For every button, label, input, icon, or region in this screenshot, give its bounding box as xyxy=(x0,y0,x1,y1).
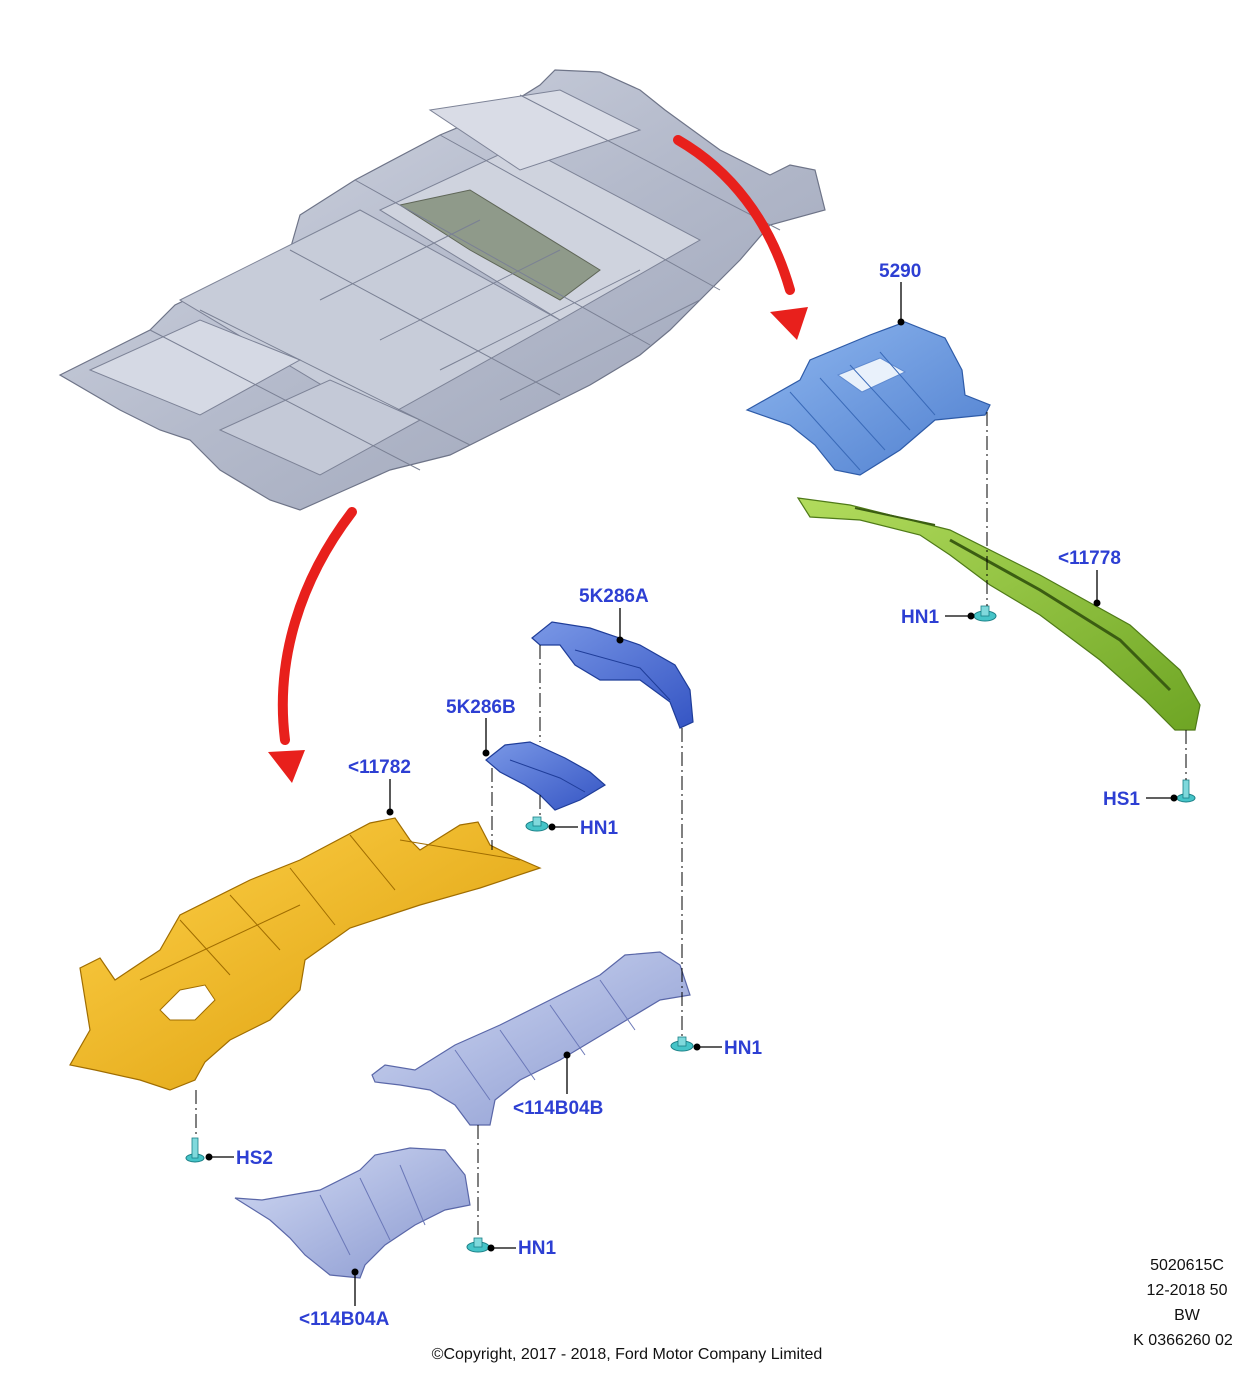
meta-line-2: 12-2018 50 xyxy=(1147,1282,1228,1299)
label-11778: <11778 xyxy=(1058,548,1121,569)
label-hs2: HS2 xyxy=(236,1148,273,1169)
alignment-lines xyxy=(195,412,1187,1238)
heat-shield-114b04b xyxy=(371,951,691,1126)
label-114b04b: <114B04B xyxy=(513,1098,603,1119)
fastener-hn1-right xyxy=(973,605,997,622)
rail-11778 xyxy=(796,497,1201,731)
label-114b04a: <114B04A xyxy=(299,1309,390,1330)
meta-line-4: K 0366260 02 xyxy=(1133,1332,1233,1349)
leader-lines xyxy=(205,282,1178,1306)
label-5k286a: 5K286A xyxy=(579,586,649,607)
label-hn1-bottom: HN1 xyxy=(518,1238,556,1259)
label-hn1-mid-right: HN1 xyxy=(724,1038,762,1059)
meta-line-1: 5020615C xyxy=(1150,1257,1224,1274)
heat-shield-5k286a xyxy=(531,621,694,729)
fastener-hn1-mid-top xyxy=(525,816,549,832)
label-5290: 5290 xyxy=(879,261,921,282)
label-hn1-right: HN1 xyxy=(901,607,939,628)
fastener-hn1-mid-right xyxy=(670,1036,694,1052)
fastener-hs1 xyxy=(1176,779,1196,803)
red-arrow-right-head xyxy=(770,307,808,340)
fastener-hn1-bottom xyxy=(466,1237,490,1253)
label-11782: <11782 xyxy=(348,757,411,778)
red-arrow-left xyxy=(277,507,357,745)
meta-line-3: BW xyxy=(1174,1307,1201,1324)
label-hn1-mid-top: HN1 xyxy=(580,818,618,839)
copyright-notice: ©Copyright, 2017 - 2018, Ford Motor Comp… xyxy=(432,1346,823,1363)
label-hs1: HS1 xyxy=(1103,789,1140,810)
red-arrow-right xyxy=(673,135,795,295)
heat-shield-11782 xyxy=(69,817,542,1091)
label-5k286b: 5K286B xyxy=(446,697,516,718)
heat-shield-114b04a xyxy=(234,1147,471,1279)
heat-shield-5290 xyxy=(745,321,991,476)
red-arrow-left-head xyxy=(268,750,305,783)
drawing-metadata: 5020615C 12-2018 50 BW K 0366260 02 xyxy=(1133,1257,1233,1349)
floor-pan-assembly xyxy=(58,69,826,511)
fastener-hs2 xyxy=(185,1137,205,1163)
heat-shield-5k286b xyxy=(485,741,607,811)
